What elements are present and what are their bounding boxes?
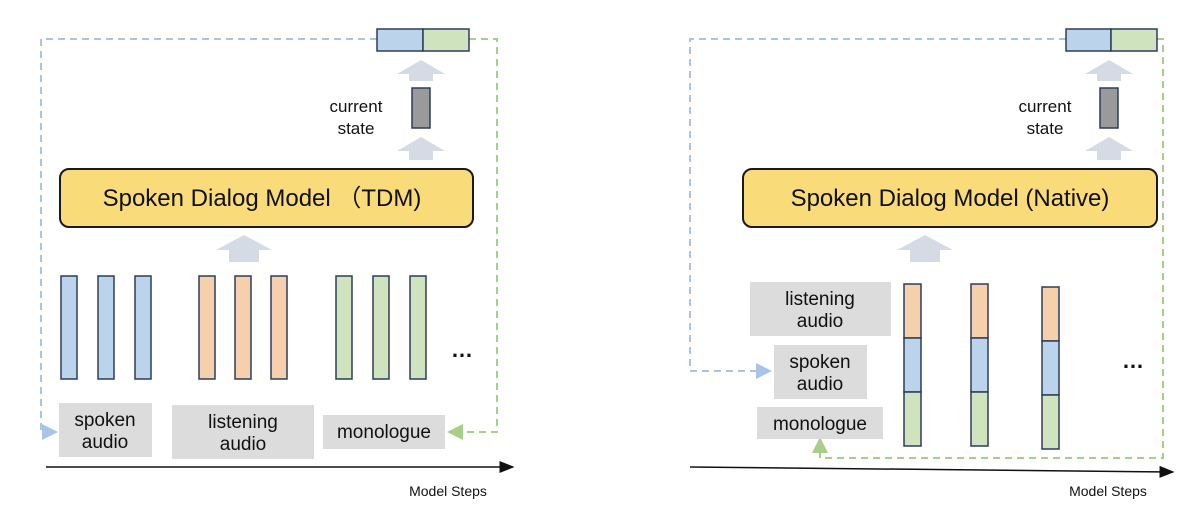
left-spoken-audio-label-box bbox=[59, 403, 152, 457]
right-up-arrow-top bbox=[1085, 60, 1133, 81]
right-listening-audio-label-1: listening bbox=[785, 289, 855, 310]
right-listening-token-1 bbox=[903, 283, 922, 339]
left-monologue-label-box bbox=[323, 415, 445, 449]
right-monologue-token-2 bbox=[970, 391, 989, 447]
right-ellipsis: … bbox=[1122, 348, 1144, 373]
left-monologue-label: monologue bbox=[337, 422, 431, 443]
right-monologue-token-3 bbox=[1041, 394, 1060, 450]
left-model-box bbox=[59, 168, 474, 228]
left-monologue-token-2 bbox=[372, 275, 390, 380]
left-current-state-label-2: state bbox=[338, 119, 375, 138]
right-up-arrow-mid bbox=[1085, 137, 1133, 160]
right-spoken-token-1 bbox=[903, 337, 922, 393]
left-blue-feedback-line bbox=[40, 38, 377, 440]
right-blue-feedback-line bbox=[689, 38, 1066, 379]
right-output-monologue-token bbox=[1110, 28, 1158, 52]
left-panel: current state Spoken Dialog Model （TDM) … bbox=[40, 28, 515, 499]
right-monologue-label: monologue bbox=[773, 414, 867, 435]
left-up-arrow-top bbox=[397, 60, 445, 81]
right-spoken-token-2 bbox=[970, 337, 989, 393]
right-listening-token-3 bbox=[1041, 286, 1060, 342]
right-model-box bbox=[742, 168, 1158, 228]
right-axis-label: Model Steps bbox=[1069, 483, 1147, 499]
right-monologue-token-1 bbox=[903, 391, 922, 447]
right-listening-audio-label-2: audio bbox=[797, 311, 844, 332]
left-model-label: Spoken Dialog Model （TDM) bbox=[103, 185, 422, 212]
left-monologue-token-1 bbox=[335, 275, 353, 380]
right-output-spoken-token bbox=[1065, 28, 1112, 52]
left-spoken-audio-label-2: audio bbox=[82, 432, 129, 453]
right-spoken-audio-label-2: audio bbox=[797, 374, 844, 395]
left-current-state-token bbox=[411, 87, 431, 129]
left-current-state-label-1: current bbox=[330, 97, 383, 116]
right-spoken-audio-label-box bbox=[774, 345, 867, 399]
left-listening-audio-label-box bbox=[172, 405, 314, 459]
right-listening-audio-label-box bbox=[750, 282, 891, 336]
right-current-state-token bbox=[1099, 87, 1119, 129]
left-listening-token-1 bbox=[198, 275, 216, 380]
right-current-state-label-1: current bbox=[1019, 97, 1072, 116]
left-listening-audio-label-2: audio bbox=[220, 434, 267, 455]
right-spoken-token-3 bbox=[1041, 340, 1060, 396]
left-listening-token-2 bbox=[234, 275, 252, 380]
left-spoken-token-1 bbox=[60, 275, 78, 380]
left-output-spoken-token bbox=[376, 28, 424, 52]
left-up-arrow-mid bbox=[397, 137, 445, 160]
right-monologue-label-box bbox=[757, 407, 883, 439]
right-up-arrow-input bbox=[897, 235, 953, 262]
left-spoken-token-2 bbox=[97, 275, 115, 380]
left-green-feedback-line bbox=[447, 38, 498, 440]
left-output-monologue-token bbox=[422, 28, 470, 52]
left-monologue-token-3 bbox=[409, 275, 427, 380]
left-spoken-audio-label-1: spoken bbox=[74, 410, 135, 431]
right-spoken-audio-label-1: spoken bbox=[789, 352, 850, 373]
right-current-state-label-2: state bbox=[1027, 119, 1064, 138]
right-steps-axis bbox=[689, 465, 1175, 478]
right-panel: current state Spoken Dialog Model (Nativ… bbox=[689, 28, 1175, 499]
left-spoken-token-3 bbox=[134, 275, 152, 380]
right-model-label: Spoken Dialog Model (Native) bbox=[791, 185, 1110, 212]
left-listening-token-3 bbox=[270, 275, 288, 380]
left-ellipsis: … bbox=[451, 337, 473, 362]
right-green-feedback-line bbox=[812, 38, 1164, 459]
left-listening-audio-label-1: listening bbox=[208, 412, 278, 433]
right-listening-token-2 bbox=[970, 283, 989, 339]
left-up-arrow-input bbox=[216, 235, 272, 262]
left-axis-label: Model Steps bbox=[409, 483, 487, 499]
